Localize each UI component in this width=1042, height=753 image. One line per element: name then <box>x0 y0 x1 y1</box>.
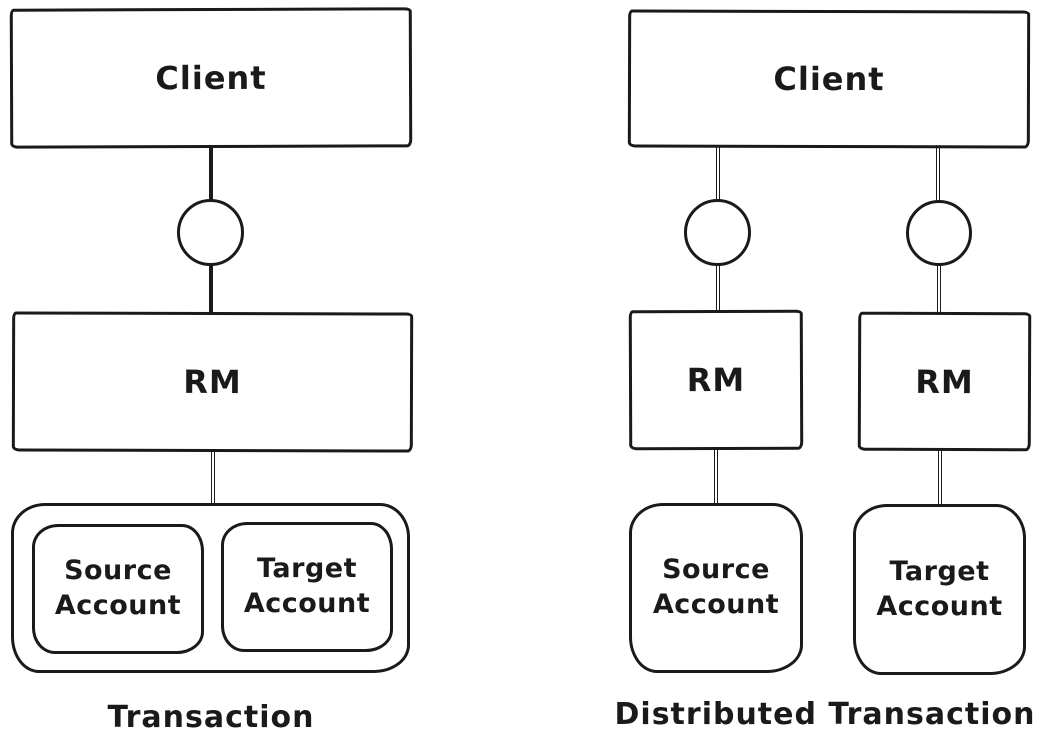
connector-line <box>211 450 215 505</box>
source-account-label: Source Account <box>54 555 182 621</box>
target-account-label: Target Account <box>243 553 371 619</box>
client-node: Client <box>627 9 1031 149</box>
connection-circle <box>177 199 244 266</box>
client-label: Client <box>773 59 885 99</box>
connector-line <box>209 263 213 314</box>
rm-left-node: RM <box>628 309 804 451</box>
transaction-caption: Transaction <box>107 700 315 735</box>
rm-label: RM <box>686 360 746 400</box>
rm-node: RM <box>11 311 414 453</box>
connection-circle <box>906 200 972 266</box>
rm-label: RM <box>183 362 242 402</box>
rm-right-node: RM <box>857 311 1032 452</box>
connection-circle <box>684 199 751 266</box>
connector-line <box>716 264 720 312</box>
target-account-label: Target Account <box>876 555 1003 622</box>
connector-line <box>716 146 720 201</box>
source-account-node: Source Account <box>629 503 803 673</box>
connector-line <box>937 264 941 314</box>
rm-label: RM <box>915 362 974 401</box>
client-node: Client <box>9 7 413 149</box>
connector-line <box>714 448 718 505</box>
target-account-node: Target Account <box>853 504 1026 675</box>
connector-line <box>938 449 942 506</box>
connector-line <box>936 145 940 202</box>
target-account-node: Target Account <box>221 522 393 652</box>
distributed-transaction-caption: Distributed Transaction <box>614 697 1036 732</box>
connector-line <box>209 146 213 201</box>
source-account-node: Source Account <box>32 524 204 654</box>
source-account-label: Source Account <box>652 554 780 620</box>
client-label: Client <box>155 58 267 98</box>
